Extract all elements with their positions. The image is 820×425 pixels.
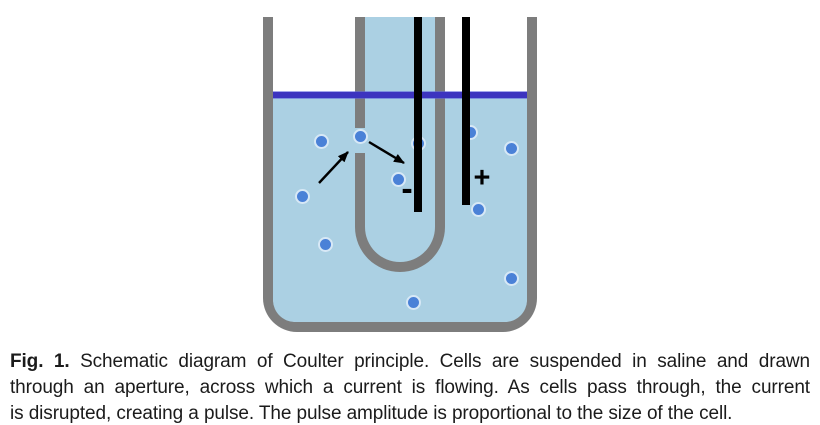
positive-electrode-label: + <box>473 162 491 194</box>
cell-dot <box>470 201 486 217</box>
cell-dot <box>503 140 519 156</box>
cell-dot <box>352 128 368 144</box>
cell-dot <box>405 294 421 310</box>
cells-layer <box>294 124 519 310</box>
coulter-principle-diagram: - + <box>263 17 537 332</box>
cell-dot <box>503 270 519 286</box>
caption-line-1: Fig. 1. Schematic diagram of Coulter pri… <box>10 349 810 375</box>
caption-line-3: is disrupted, creating a pulse. The puls… <box>10 403 733 424</box>
caption-line-2: through an aperture, across which a curr… <box>10 377 810 398</box>
liquid-surface-line <box>273 92 527 98</box>
cell-dot <box>317 236 333 252</box>
beaker <box>263 17 537 332</box>
cell-dot <box>313 133 329 149</box>
figure-caption-label: Fig. 1. <box>10 351 70 372</box>
caption-line-1-text: Schematic diagram of Coulter principle. … <box>80 351 811 372</box>
cell-dot <box>390 171 406 187</box>
positive-electrode <box>462 17 470 205</box>
figure-caption: Fig. 1. Schematic diagram of Coulter pri… <box>0 345 820 425</box>
cell-dot <box>294 188 310 204</box>
negative-electrode <box>414 17 422 212</box>
negative-electrode-label: - <box>401 170 413 208</box>
